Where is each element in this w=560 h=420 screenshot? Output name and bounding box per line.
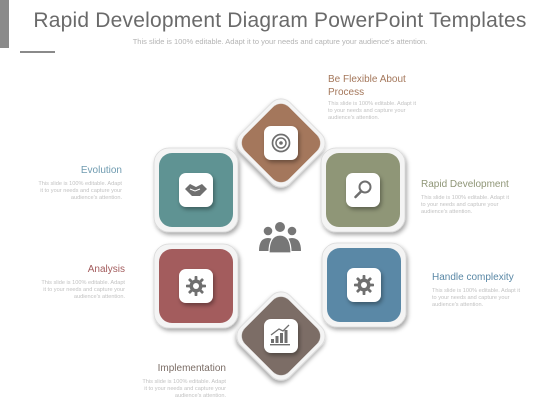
magnifier-icon	[354, 180, 372, 199]
title-underline	[20, 51, 55, 53]
page-title: Rapid Development Diagram PowerPoint Tem…	[33, 9, 527, 32]
page-subtitle: This slide is 100% editable. Adapt it to…	[132, 37, 428, 46]
body-implementation: This slide is 100% editable. Adapt it to…	[142, 379, 226, 399]
heading-implementation: Implementation	[157, 363, 226, 374]
body-flexible: This slide is 100% editable. Adapt it to…	[328, 101, 416, 121]
target-icon	[271, 133, 291, 153]
heading-analysis: Analysis	[87, 264, 125, 275]
tile-implementation	[236, 291, 326, 381]
gear-icon	[354, 275, 374, 295]
accent-bar	[0, 0, 9, 48]
handshake-icon	[185, 184, 207, 196]
body-complexity: This slide is 100% editable. Adapt it to…	[432, 288, 520, 308]
tile-complexity	[321, 242, 407, 328]
heading-evolution: Evolution	[80, 165, 122, 176]
body-rapid: This slide is 100% editable. Adapt it to…	[421, 195, 509, 215]
heading-flexible: Be Flexible About Process	[328, 74, 406, 98]
tile-evolution	[153, 147, 239, 233]
body-evolution: This slide is 100% editable. Adapt it to…	[38, 181, 122, 201]
icon-card-rapid	[346, 173, 380, 207]
tile-rapid	[320, 147, 406, 233]
bar-chart-icon	[270, 324, 290, 346]
heading-complexity: Handle complexity	[432, 272, 514, 283]
tile-flexible	[236, 98, 326, 188]
team-icon	[259, 220, 301, 254]
gear-icon	[186, 276, 206, 296]
heading-rapid: Rapid Development	[421, 179, 509, 190]
body-analysis: This slide is 100% editable. Adapt it to…	[41, 280, 125, 300]
tile-analysis	[153, 243, 239, 329]
